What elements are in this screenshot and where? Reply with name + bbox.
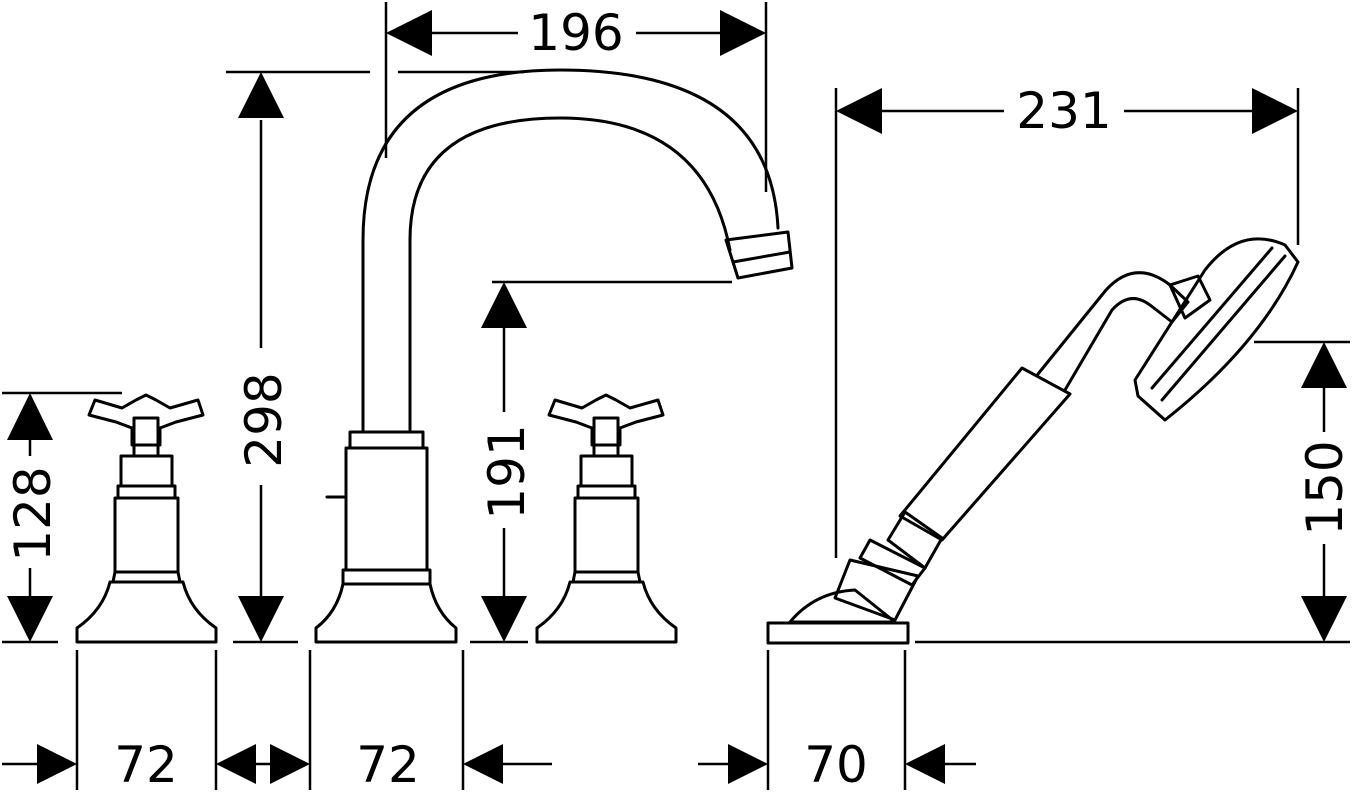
arrow-right xyxy=(270,744,310,784)
dimension-shower-holder-width: 70 xyxy=(698,650,976,794)
arrow-left xyxy=(836,88,882,134)
arrow-down xyxy=(238,596,284,642)
left-cross-handle-valve xyxy=(75,393,218,644)
dimension-handle-height: 128 xyxy=(2,391,122,644)
dimension-label-128: 128 xyxy=(4,466,62,561)
arrow-down xyxy=(7,596,53,642)
dimension-label-196: 196 xyxy=(528,4,623,62)
dimension-label-72-left: 72 xyxy=(114,736,178,794)
dimension-hand-shower-reach: 231 xyxy=(834,82,1300,558)
dimension-spout-reach: 196 xyxy=(384,2,768,192)
dimension-label-231: 231 xyxy=(1016,82,1111,140)
arrow-right xyxy=(1252,88,1298,134)
dimension-label-150: 150 xyxy=(1296,440,1354,535)
arrow-left xyxy=(463,744,503,784)
dimension-label-191: 191 xyxy=(478,424,536,519)
arrow-right xyxy=(37,744,77,784)
dimension-handle-base-width: 72 xyxy=(2,650,256,794)
dimension-label-298: 298 xyxy=(235,372,293,467)
arrow-up xyxy=(1301,342,1347,388)
arrow-right xyxy=(728,744,768,784)
hand-shower xyxy=(766,237,1300,645)
right-cross-handle-valve xyxy=(535,393,678,644)
arrow-right xyxy=(720,10,766,56)
dimension-spout-height-total: 298 xyxy=(226,70,524,644)
arrow-up xyxy=(7,393,53,440)
dimension-hand-shower-height: 150 xyxy=(915,340,1354,644)
arrow-left xyxy=(216,744,256,784)
arrow-left xyxy=(386,10,432,56)
dimension-label-72-center: 72 xyxy=(356,736,420,794)
spout xyxy=(314,68,794,644)
arrow-up xyxy=(238,72,284,118)
arrow-down xyxy=(1301,596,1347,642)
dimension-spout-base-width: 72 xyxy=(256,650,552,794)
arrow-down xyxy=(481,596,527,642)
dimension-label-70: 70 xyxy=(804,736,868,794)
dimension-spout-outlet-height: 191 xyxy=(470,280,732,644)
arrow-up xyxy=(481,282,527,328)
arrow-left xyxy=(905,744,945,784)
